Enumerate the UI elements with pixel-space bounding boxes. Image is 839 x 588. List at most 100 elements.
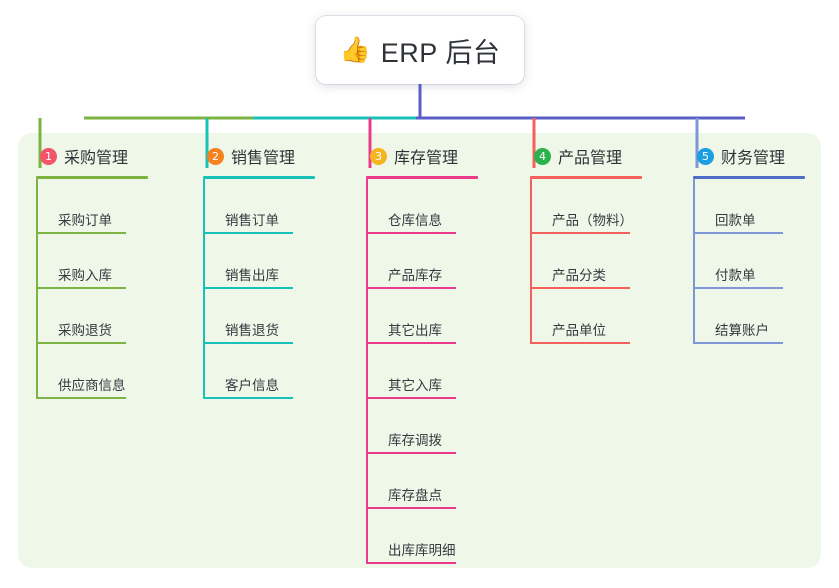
module-item-underline	[366, 507, 456, 509]
module-spine-5	[693, 179, 695, 344]
module-badge-2-icon: 2	[207, 147, 224, 165]
module-item-underline	[36, 342, 126, 344]
module-item-underline	[203, 287, 293, 289]
module-item-label: 回款单	[715, 213, 756, 228]
module-header-4[interactable]: 4 产品管理	[530, 143, 690, 169]
module-item[interactable]: 出库库明细	[366, 509, 516, 564]
module-item-label: 采购入库	[58, 268, 112, 283]
module-item-list-4: 产品（物料） 产品分类产品单位	[530, 179, 690, 344]
module-spine-4	[530, 179, 532, 344]
module-item-underline	[693, 342, 783, 344]
module-item[interactable]: 销售出库	[203, 234, 353, 289]
module-item[interactable]: 产品分类	[530, 234, 690, 289]
module-item[interactable]: 产品单位	[530, 289, 690, 344]
module-header-underline-2	[203, 176, 315, 179]
module-item-underline	[366, 397, 456, 399]
module-item-label: 客户信息	[225, 378, 279, 393]
module-item[interactable]: 销售退货	[203, 289, 353, 344]
module-column-5: 5 财务管理回款单付款单结算账户	[693, 143, 833, 344]
module-spine-3	[366, 179, 368, 564]
module-item-underline	[36, 287, 126, 289]
module-item-label: 销售订单	[225, 213, 279, 228]
module-badge-5-icon: 5	[697, 147, 714, 165]
module-item[interactable]: 产品（物料）	[530, 179, 690, 234]
module-item[interactable]: 供应商信息	[36, 344, 186, 399]
module-item[interactable]: 仓库信息	[366, 179, 516, 234]
module-item-label: 供应商信息	[58, 378, 126, 393]
module-title-4: 产品管理	[558, 150, 623, 167]
module-item-list-1: 采购订单采购入库采购退货供应商信息	[36, 179, 186, 399]
module-item-label: 库存盘点	[388, 488, 442, 503]
module-spine-2	[203, 179, 205, 399]
module-item-label: 产品（物料）	[552, 213, 633, 228]
module-item[interactable]: 结算账户	[693, 289, 833, 344]
module-item-underline	[366, 452, 456, 454]
module-item[interactable]: 库存盘点	[366, 454, 516, 509]
module-item[interactable]: 产品库存	[366, 234, 516, 289]
module-item-label: 仓库信息	[388, 213, 442, 228]
module-title-1: 采购管理	[64, 150, 129, 167]
module-item-underline	[203, 342, 293, 344]
module-item[interactable]: 采购入库	[36, 234, 186, 289]
module-column-3: 3 库存管理仓库信息产品库存其它出库其它入库库存调拨库存盘点出库库明细	[366, 143, 516, 564]
module-item-label: 产品单位	[552, 323, 606, 338]
module-item-label: 销售退货	[225, 323, 279, 338]
module-item-underline	[203, 232, 293, 234]
module-title-3: 库存管理	[394, 150, 459, 167]
module-item-label: 采购退货	[58, 323, 112, 338]
module-item[interactable]: 回款单	[693, 179, 833, 234]
module-header-1[interactable]: 1 采购管理	[36, 143, 186, 169]
module-item-list-2: 销售订单销售出库销售退货客户信息	[203, 179, 353, 399]
module-item[interactable]: 其它出库	[366, 289, 516, 344]
module-header-underline-5	[693, 176, 805, 179]
thumbs-up-icon: 👍	[339, 35, 371, 64]
module-item-label: 出库库明细	[388, 543, 456, 558]
module-item-underline	[36, 232, 126, 234]
module-item[interactable]: 其它入库	[366, 344, 516, 399]
module-item-list-3: 仓库信息产品库存其它出库其它入库库存调拨库存盘点出库库明细	[366, 179, 516, 564]
module-item-list-5: 回款单付款单结算账户	[693, 179, 833, 344]
module-item[interactable]: 采购退货	[36, 289, 186, 344]
module-item[interactable]: 付款单	[693, 234, 833, 289]
module-badge-1-icon: 1	[40, 147, 57, 165]
module-badge-3-icon: 3	[370, 147, 387, 165]
root-node-card[interactable]: 👍 ERP 后台	[316, 16, 524, 84]
module-item-label: 产品库存	[388, 268, 442, 283]
module-item-underline	[366, 287, 456, 289]
module-item-label: 销售出库	[225, 268, 279, 283]
module-item-underline	[693, 287, 783, 289]
module-column-2: 2 销售管理销售订单销售出库销售退货客户信息	[203, 143, 353, 399]
module-header-3[interactable]: 3 库存管理	[366, 143, 516, 169]
module-item-label: 采购订单	[58, 213, 112, 228]
module-item-label: 结算账户	[715, 323, 769, 338]
module-item-label: 产品分类	[552, 268, 606, 283]
module-header-5[interactable]: 5 财务管理	[693, 143, 833, 169]
module-item-underline	[366, 342, 456, 344]
module-item-underline	[366, 562, 456, 564]
module-item-label: 其它入库	[388, 378, 442, 393]
module-item[interactable]: 客户信息	[203, 344, 353, 399]
module-badge-4-icon: 4	[534, 147, 551, 165]
module-header-underline-3	[366, 176, 478, 179]
module-column-4: 4 产品管理产品（物料） 产品分类产品单位	[530, 143, 690, 344]
module-item[interactable]: 销售订单	[203, 179, 353, 234]
module-item[interactable]: 库存调拨	[366, 399, 516, 454]
module-item-underline	[693, 232, 783, 234]
module-item-label: 付款单	[715, 268, 756, 283]
module-title-5: 财务管理	[721, 150, 786, 167]
module-item-label: 其它出库	[388, 323, 442, 338]
module-header-underline-4	[530, 176, 642, 179]
module-item-underline	[530, 287, 630, 289]
module-item[interactable]: 采购订单	[36, 179, 186, 234]
root-node-title: ERP 后台	[380, 37, 501, 68]
module-item-underline	[530, 232, 630, 234]
module-header-2[interactable]: 2 销售管理	[203, 143, 353, 169]
module-item-label: 库存调拨	[388, 433, 442, 448]
module-spine-1	[36, 179, 38, 399]
module-column-1: 1 采购管理采购订单采购入库采购退货供应商信息	[36, 143, 186, 399]
module-title-2: 销售管理	[231, 150, 296, 167]
modules-panel	[18, 133, 821, 568]
module-header-underline-1	[36, 176, 148, 179]
module-item-underline	[530, 342, 630, 344]
